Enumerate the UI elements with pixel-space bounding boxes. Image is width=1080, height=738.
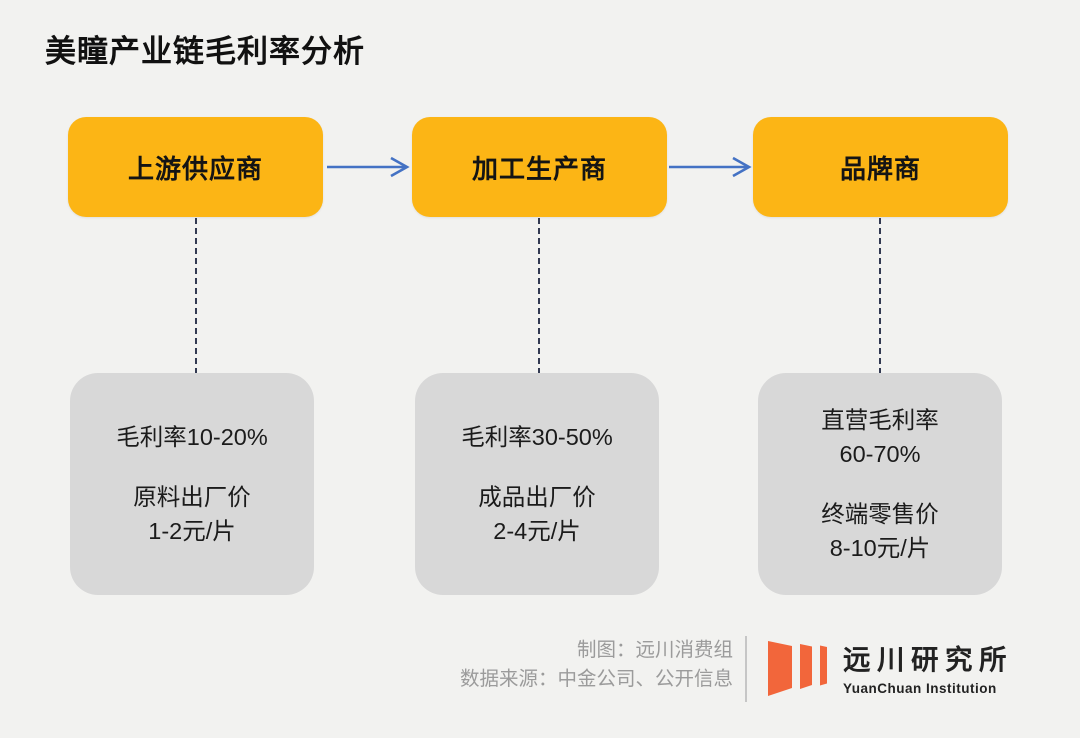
dashed-connector [879,218,881,374]
price-info: 原料出厂价 1-2元/片 [133,480,251,548]
price-info: 成品出厂价 2-4元/片 [478,480,596,548]
flow-arrow-icon [669,156,752,178]
stage-box-upstream-supplier: 上游供应商 [68,117,323,217]
price-line: 成品出厂价 [478,484,596,510]
flow-arrow-icon [327,156,410,178]
price-line: 终端零售价 [821,501,939,527]
detail-box-manufacturer: 毛利率30-50% 成品出厂价 2-4元/片 [415,373,659,595]
dashed-connector [538,218,540,374]
price-info: 终端零售价 8-10元/片 [821,497,939,565]
margin-line: 60-70% [839,441,921,467]
price-line: 8-10元/片 [829,535,931,561]
margin-line: 毛利率10-20% [116,424,268,450]
page-title: 美瞳产业链毛利率分析 [45,34,365,69]
credit-author: 制图：远川消费组 [576,639,733,661]
credit-source: 数据来源：中金公司、公开信息 [459,668,733,690]
yuanchuan-logo: 远川研究所 YuanChuan Institution [766,633,1013,699]
stage-label: 上游供应商 [127,153,263,184]
logo-text: 远川研究所 YuanChuan Institution [843,637,1013,696]
price-line: 2-4元/片 [493,518,581,544]
margin-line: 毛利率30-50% [461,424,613,450]
footer-divider [745,636,747,702]
detail-box-brand: 直营毛利率 60-70% 终端零售价 8-10元/片 [758,373,1002,595]
stage-label: 品牌商 [839,153,921,184]
margin-line: 直营毛利率 [821,407,939,433]
margin-info: 毛利率30-50% [461,420,613,454]
detail-box-upstream-supplier: 毛利率10-20% 原料出厂价 1-2元/片 [70,373,314,595]
logo-name-en: YuanChuan Institution [843,680,997,696]
credits: 制图：远川消费组 数据来源：中金公司、公开信息 [460,636,733,694]
stage-box-brand: 品牌商 [753,117,1008,217]
dashed-connector [195,218,197,374]
margin-info: 毛利率10-20% [116,420,268,454]
price-line: 1-2元/片 [148,518,236,544]
yuanchuan-logo-icon [768,641,827,696]
stage-box-manufacturer: 加工生产商 [412,117,667,217]
margin-info: 直营毛利率 60-70% [821,403,939,471]
logo-name-cn: 远川研究所 [843,643,1013,675]
stage-label: 加工生产商 [471,153,607,184]
price-line: 原料出厂价 [133,484,251,510]
